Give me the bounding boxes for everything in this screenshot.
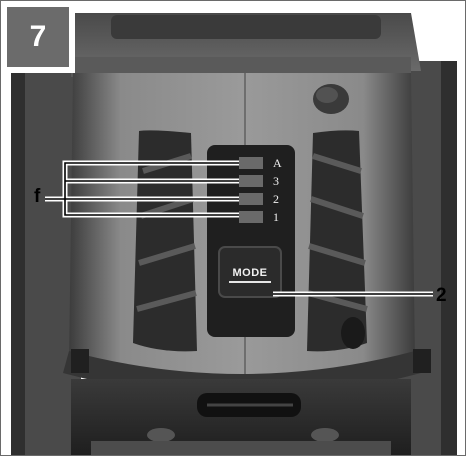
mode-button-label: MODE (232, 267, 268, 279)
control-panel (207, 145, 295, 337)
callout-f-leaders-core (45, 162, 239, 216)
step-number-badge: 7 (7, 7, 69, 67)
right-clip (413, 349, 431, 373)
left-side-edge (11, 61, 25, 455)
led-label-a: A (273, 156, 282, 170)
led-indicator-a (239, 157, 263, 169)
led-indicator-2 (239, 193, 263, 205)
top-collar (71, 57, 411, 77)
left-clip (71, 349, 89, 373)
top-slot (111, 15, 381, 39)
callout-label-f: f (34, 186, 41, 207)
led-label-3: 3 (273, 174, 279, 188)
mode-underline (229, 281, 271, 283)
callout-label-2: 2 (436, 285, 447, 306)
base-screw-right (311, 428, 339, 442)
mode-button (218, 246, 282, 298)
right-side-edge (441, 61, 457, 455)
led-label-2: 2 (273, 192, 279, 206)
led-indicator-1 (239, 211, 263, 223)
base-screw-left (147, 428, 175, 442)
led-label-1: 1 (273, 210, 279, 224)
right-screw (341, 317, 365, 349)
led-indicator-3 (239, 175, 263, 187)
